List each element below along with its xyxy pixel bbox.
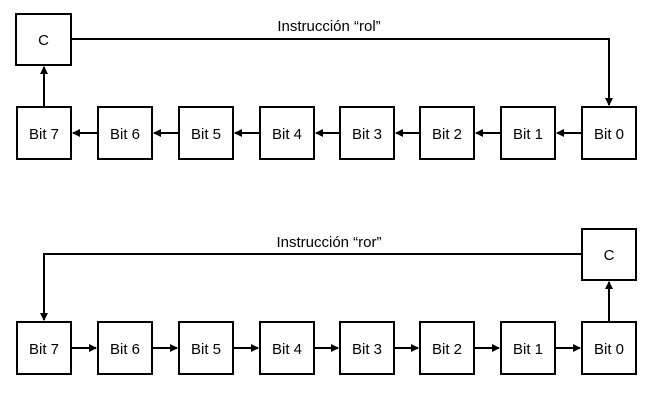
ror-bit6-label: Bit 6 [110,341,140,358]
rol-bit5-label: Bit 5 [191,126,221,143]
ror-bit1-box [500,321,556,375]
ror-arrow-carry-to-bit7 [40,253,582,321]
rol-bit2-box [419,106,475,160]
ror-title: Instrucción “ror” [276,234,381,251]
rol-bit2-label: Bit 2 [432,126,462,143]
ror-bit-row: Bit 7 Bit 6 Bit 5 Bit 4 Bit 3 Bit 2 Bit … [16,321,637,375]
ror-bit6-box [97,321,153,375]
rol-bit6-label: Bit 6 [110,126,140,143]
rol-arrows [40,38,613,137]
rol-bit5-box [178,106,234,160]
rol-diagram: Instrucción “rol” C Bit 7 Bit 6 Bit 5 Bi… [15,13,637,160]
ror-bit5-label: Bit 5 [191,341,221,358]
rol-bit3-box [339,106,395,160]
rol-bit1-label: Bit 1 [513,126,543,143]
rol-bit3-label: Bit 3 [352,126,382,143]
ror-bit4-label: Bit 4 [272,341,302,358]
rol-bit4-box [259,106,315,160]
ror-bit3-box [339,321,395,375]
ror-arrows [40,253,613,352]
rol-bit0-label: Bit 0 [594,126,624,143]
rol-bit7-box [16,106,72,160]
ror-bit0-box [581,321,637,375]
rol-title: Instrucción “rol” [277,18,380,35]
ror-carry-label: C [604,247,615,264]
ror-bit2-label: Bit 2 [432,341,462,358]
ror-diagram: Instrucción “ror” C Bit 7 Bit 6 Bit 5 Bi… [16,228,637,375]
ror-bit0-label: Bit 0 [594,341,624,358]
rol-bit4-label: Bit 4 [272,126,302,143]
rol-bit1-box [500,106,556,160]
rol-bit-row: Bit 7 Bit 6 Bit 5 Bit 4 Bit 3 Bit 2 Bit … [16,106,637,160]
rol-arrow-carry-to-bit0 [71,38,613,106]
rol-bit7-label: Bit 7 [29,126,59,143]
ror-bit7-box [16,321,72,375]
rol-carry-label: C [38,32,49,49]
ror-bit5-box [178,321,234,375]
ror-bit4-box [259,321,315,375]
rol-carry-box [15,13,72,66]
ror-bit1-label: Bit 1 [513,341,543,358]
ror-carry-box [581,228,637,281]
ror-bit7-label: Bit 7 [29,341,59,358]
ror-bit3-label: Bit 3 [352,341,382,358]
